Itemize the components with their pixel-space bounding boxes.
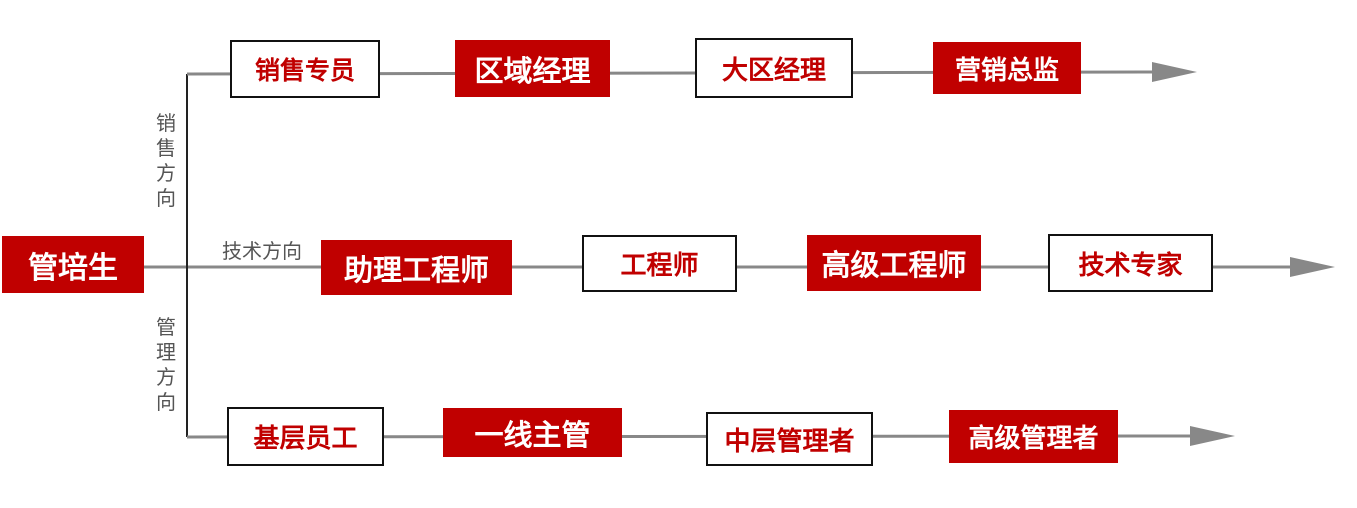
management-node-senior-manager: 高级管理者 [949, 410, 1118, 463]
management-node-frontline-supervisor: 一线主管 [443, 408, 622, 457]
tech-node-engineer: 工程师 [582, 235, 737, 292]
sales-node-area-manager: 大区经理 [695, 38, 853, 98]
tech-node-expert: 技术专家 [1048, 234, 1213, 292]
management-direction-label: 管 理 方 向 [156, 315, 176, 414]
sales-node-specialist: 销售专员 [230, 40, 380, 98]
management-node-middle-manager: 中层管理者 [706, 412, 873, 466]
sales-node-marketing-director: 营销总监 [933, 42, 1081, 94]
sales-node-regional-manager: 区域经理 [455, 40, 610, 97]
sales-direction-label: 销 售 方 向 [156, 111, 176, 210]
management-node-staff: 基层员工 [227, 407, 384, 466]
tech-direction-label: 技术方向 [222, 239, 302, 263]
tech-arrow-icon [1290, 257, 1335, 277]
management-arrow-icon [1190, 426, 1235, 446]
tech-node-assistant-engineer: 助理工程师 [321, 240, 512, 295]
root-node: 管培生 [2, 236, 144, 293]
sales-arrow-icon [1152, 62, 1197, 82]
tech-node-senior-engineer: 高级工程师 [807, 235, 981, 291]
